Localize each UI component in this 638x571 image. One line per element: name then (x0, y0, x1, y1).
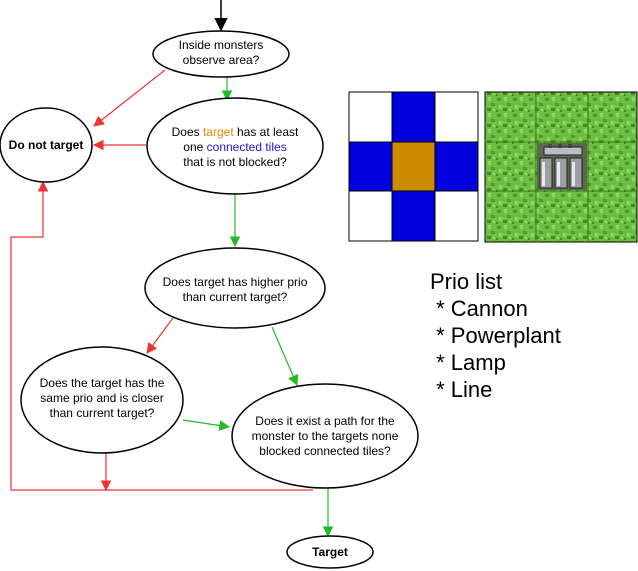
node-path-line2: monster to the targets none (252, 429, 399, 443)
node-observe-line2: observe area? (183, 53, 260, 67)
grass-grid (484, 91, 638, 243)
edges (10, 0, 334, 538)
node-same-line3: than current target? (50, 406, 155, 420)
grid-tile-south (391, 190, 436, 242)
target-word: target (203, 125, 234, 139)
edge-higher-yes (271, 326, 299, 386)
grid-tile-east (434, 141, 479, 192)
connected-tiles-word: connected tiles (207, 140, 287, 154)
edge-path-no (10, 180, 313, 491)
edge-higher-no (146, 317, 174, 354)
node-observe-line1: Inside monsters (179, 38, 264, 52)
grid-tile-center (391, 141, 436, 192)
powerplant-sprite (537, 143, 587, 190)
edge-observe-no (93, 69, 166, 127)
grid-tile-north (391, 91, 436, 143)
connected-line1-pre: Does (172, 125, 203, 139)
node-target-label: Target (312, 545, 348, 559)
node-connected-tiles: Does target has at least one connected t… (146, 97, 324, 195)
node-do-not-target: Do not target (0, 107, 93, 183)
connected-line2-pre: one (183, 140, 206, 154)
node-path-line1: Does it exist a path for the (255, 414, 395, 428)
node-target: Target (286, 535, 374, 569)
node-same-prio: Does the target has the same prio and is… (20, 346, 184, 454)
node-do-not-target-label: Do not target (9, 138, 84, 152)
node-same-line2: same prio and is closer (40, 391, 163, 405)
node-connected-line3: that is not blocked? (183, 155, 287, 169)
node-same-line1: Does the target has the (40, 376, 165, 390)
grid-tile-west (348, 141, 393, 192)
prio-item-cannon: * Cannon (430, 296, 528, 321)
connectivity-grid (348, 91, 479, 242)
prio-item-powerplant: * Powerplant (430, 323, 561, 348)
node-connected-line2: one connected tiles (183, 140, 286, 154)
node-observe-area: Inside monsters observe area? (152, 30, 290, 78)
node-path-line3: blocked connected tiles? (259, 444, 391, 458)
prio-item-lamp: * Lamp (430, 350, 506, 375)
prio-list-title: Prio list (430, 269, 503, 294)
node-connected-line1: Does target has at least (172, 125, 299, 139)
node-higher-line1: Does target has higher prio (163, 275, 308, 289)
node-higher-prio: Does target has higher prio than current… (144, 247, 326, 329)
node-higher-line2: than current target? (183, 290, 288, 304)
prio-list: Prio list * Cannon * Powerplant * Lamp *… (430, 268, 561, 403)
edge-same-yes (182, 419, 231, 431)
connected-line1-post: has at least (234, 125, 299, 139)
node-path-exists: Does it exist a path for the monster to … (231, 383, 419, 489)
prio-item-line: * Line (430, 377, 493, 402)
